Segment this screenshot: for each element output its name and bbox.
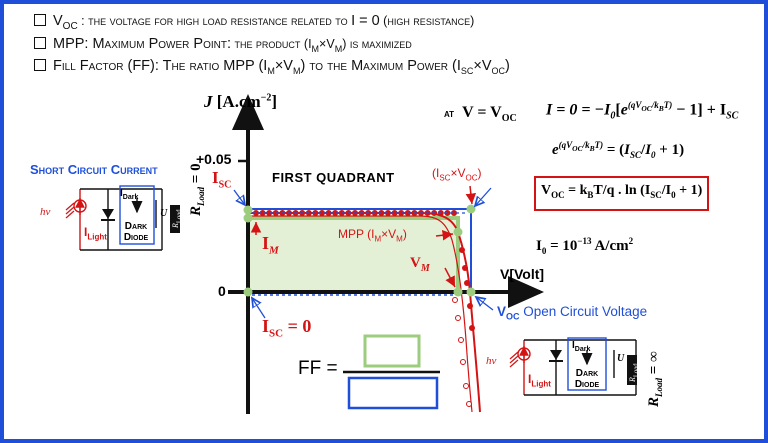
equation-i0: I0 = 10−13 A/cm2 — [536, 236, 634, 256]
voc-equation-box — [534, 176, 709, 211]
hv-label-left: hv — [40, 206, 51, 218]
curve-open-point — [463, 383, 469, 389]
curve-point — [459, 247, 465, 253]
isc-zero-label: ISC = 0 — [262, 316, 312, 340]
isc-voc-arrow — [465, 185, 477, 205]
curve-open-point — [466, 401, 472, 407]
bullet-voc: VOC : the voltage for high load resistan… — [34, 13, 474, 32]
curve-point — [462, 265, 468, 271]
voc-label: VOC Open Circuit Voltage — [497, 304, 648, 322]
im-label: IM — [262, 233, 279, 257]
isc-voc-label: (ISC×VOC) — [432, 166, 482, 183]
curve-point — [469, 325, 475, 331]
curve-point — [332, 210, 339, 216]
y-axis-label: J [A.cm−2] — [204, 92, 278, 111]
bullet-ff: Fill Factor (FF): The ratio MPP (IM×VM) … — [34, 58, 510, 76]
curve-open-point — [460, 359, 466, 365]
iv-curve-open-points — [452, 297, 472, 407]
isc-label: ISC — [212, 168, 232, 191]
y-tick-top-label: +0.05 — [196, 151, 232, 167]
ilight-label-left: ILight — [84, 225, 107, 242]
vm-label: VM — [410, 255, 430, 274]
curve-point — [266, 210, 273, 216]
short-circuit-title: Short Circuit Current — [30, 162, 158, 177]
equation-diode: I = 0 = −I0[e(qVOC/kBT) − 1] + ISC — [546, 100, 739, 122]
iv-curve-shadow — [248, 215, 473, 413]
mpp-point — [453, 227, 463, 237]
curve-point — [338, 210, 345, 216]
curve-point — [325, 210, 332, 216]
circuit-left — [73, 185, 163, 251]
bullet-mpp: MPP: Maximum Power Point: the product (I… — [34, 36, 412, 54]
equation-voc: VOC = kBT/q . ln (ISC/I0 + 1) — [541, 183, 703, 200]
curve-point — [391, 210, 398, 216]
isc-point — [243, 205, 253, 215]
curve-open-point — [452, 297, 458, 303]
voc-point — [466, 287, 476, 297]
curve-open-point — [455, 315, 461, 321]
u-label-left: U — [160, 208, 168, 219]
vm-arrow — [444, 267, 456, 288]
curve-point — [464, 280, 470, 286]
curve-point — [272, 210, 279, 216]
dark-diode-label-right: Dark Diode — [574, 368, 600, 390]
ff-numerator-box — [363, 334, 421, 368]
isc-voc-point — [466, 204, 476, 214]
curve-point — [319, 210, 325, 216]
curve-point — [312, 210, 319, 216]
curve-point — [404, 210, 411, 216]
circuit-right — [517, 337, 637, 396]
x-axis-label: V[Volt] — [500, 266, 545, 282]
origin-point — [243, 287, 253, 297]
curve-point — [253, 210, 259, 216]
quadrant-label: FIRST QUADRANT — [272, 170, 395, 185]
curve-point — [398, 210, 405, 216]
curve-point — [467, 303, 473, 309]
dark-diode-label-left: Dark Diode — [123, 221, 149, 243]
curve-point — [444, 210, 451, 216]
curve-point — [378, 210, 385, 216]
isc-point-2 — [243, 213, 253, 223]
rload-label-right: RLoad — [628, 363, 640, 382]
idark-label-left: IDark — [120, 188, 139, 201]
equation-exp: e(qVOC/kBT) = (ISC/I0 + 1) — [552, 140, 685, 160]
rload-label-left: RLoad — [171, 209, 183, 228]
vm-point — [453, 287, 463, 297]
ilight-label-right: ILight — [528, 372, 551, 389]
ff-label: FF = — [298, 358, 338, 379]
idark-label-right: IDark — [572, 340, 591, 353]
ff-denominator-box — [347, 376, 439, 410]
y-tick-zero-label: 0 — [218, 283, 226, 299]
curve-point — [385, 210, 391, 216]
rload-cond-left: RLoad = 0 — [188, 163, 206, 216]
mpp-label: MPP (IM×VM) — [338, 227, 407, 244]
hv-label-right: hv — [486, 355, 497, 367]
curve-point — [451, 210, 457, 216]
u-label-right: U — [617, 353, 625, 364]
curve-open-point — [458, 337, 464, 343]
curve-point — [259, 210, 266, 216]
rload-cond-right: RLoad = ∞ — [646, 351, 664, 407]
mpp-arrow — [435, 230, 454, 241]
